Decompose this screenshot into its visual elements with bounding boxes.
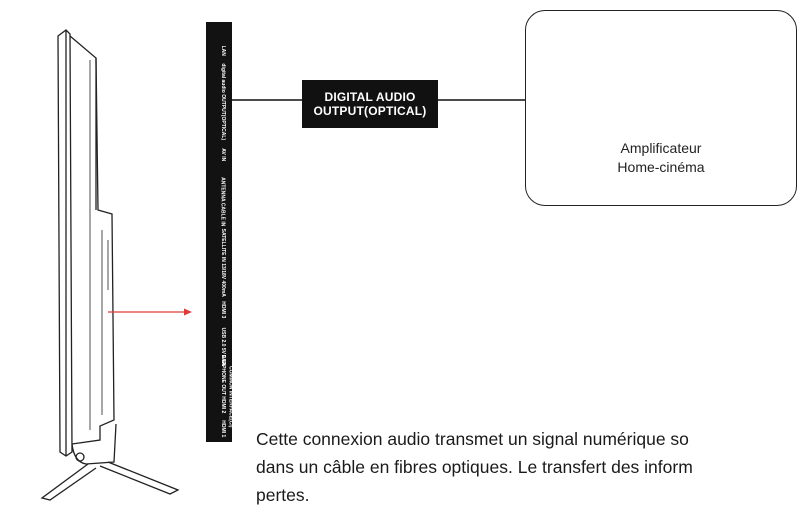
amplifier-caption: Amplificateur Home-cinéma [525,139,797,177]
callout-line-1: DIGITAL AUDIO [324,90,416,104]
panel-port-label: LAN [219,45,226,57]
description-line-2: dans un câble en fibres optiques. Le tra… [256,457,693,477]
connector-panel [206,22,232,442]
panel-port-label: ANTENNA CABLE IN [219,177,226,227]
amplifier-box [525,10,797,206]
panel-port-label: HDMI 3 [219,301,226,319]
description-line-3: pertes. [256,485,310,505]
description-line-1: Cette connexion audio transmet un signal… [256,429,689,449]
panel-pointer-arrow [108,308,192,316]
caption-line-1: Amplificateur [620,140,702,156]
panel-port-label: SATELLITE IN 13/18V 400mA [219,228,226,298]
panel-port-label: AV IN [219,148,226,162]
panel-port-label: HDMI 1 [219,420,226,438]
digital-audio-output-callout: DIGITAL AUDIO OUTPUT(OPTICAL) [302,80,438,128]
tv-side-view [40,29,180,501]
description-text: Cette connexion audio transmet un signal… [256,425,807,509]
callout-line-2: OUTPUT(OPTICAL) [313,104,427,118]
panel-port-label: digital audio OUTPUT(OPTICAL) [219,63,226,141]
panel-port-label: HDMI 2 [219,396,226,414]
caption-line-2: Home-cinéma [617,159,705,175]
